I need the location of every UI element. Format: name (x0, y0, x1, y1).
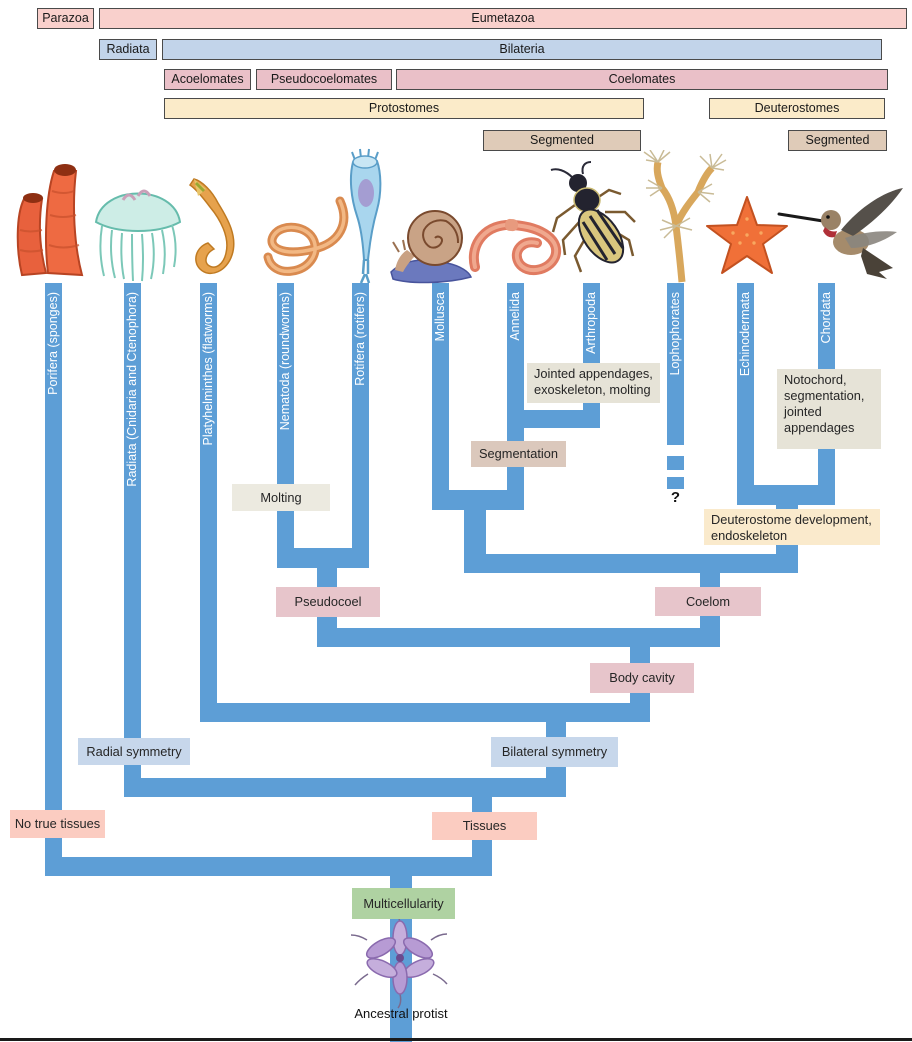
taxon-label-echinodermata: Echinodermata (738, 292, 752, 377)
bar-protostomes: Protostomes (164, 98, 644, 119)
bar-parazoa: Parazoa (37, 8, 94, 29)
flatworm-icon (188, 178, 235, 275)
trait-no-true-tissues: No true tissues (10, 810, 105, 838)
hummingbird-icon (777, 188, 903, 279)
line-animalia (45, 857, 492, 876)
line-coelomates (464, 554, 798, 573)
trait-notochord: Notochord, segmentation, jointed appenda… (777, 369, 881, 449)
bar-coelomates: Coelomates (396, 69, 888, 90)
rotifer-icon (349, 148, 382, 284)
trait-tissues: Tissues (432, 812, 537, 840)
root-label: Ancestral protist (354, 1006, 448, 1021)
branch-platyhelminthes (200, 283, 217, 722)
trait-deuterostome-development: Deuterostome development, endoskeleton (704, 509, 880, 545)
taxon-label-mollusca: Mollusca (433, 292, 447, 342)
jellyfish-icon (94, 189, 182, 282)
trait-molting: Molting (232, 484, 330, 511)
taxon-label-annelida: Annelida (508, 292, 522, 341)
line-body-cavity (317, 628, 720, 647)
taxon-label-radiata: Radiata (Cnidaria and Ctenophora) (125, 292, 139, 487)
trait-coelom: Coelom (655, 587, 761, 616)
figure-bottom-border (0, 1038, 912, 1041)
junction-nematoda-rotifera (277, 548, 369, 568)
snail-icon (390, 210, 473, 284)
uncertain-placement-marker: ? (670, 489, 681, 506)
bar-pseudocoelomates: Pseudocoelomates (256, 69, 392, 90)
branch-rotifera (352, 283, 369, 568)
line-eumetazoa (124, 778, 566, 797)
beetle-icon (550, 161, 636, 273)
earthworm-icon (468, 218, 562, 276)
bar-bilateria: Bilateria (162, 39, 882, 60)
branch-lophophorates-dash-1 (667, 456, 684, 470)
bar-segmented-protostomes: Segmented (483, 130, 641, 151)
roundworm-icon (263, 196, 349, 276)
bar-radiata: Radiata (99, 39, 157, 60)
trait-jointed-appendages: Jointed appendages, exoskeleton, molting (527, 363, 660, 403)
trait-segmentation: Segmentation (471, 441, 566, 467)
taxon-label-lophophorates: Lophophorates (668, 292, 682, 376)
taxon-label-rotifera: Rotifera (rotifers) (353, 292, 367, 386)
trait-bilateral-symmetry: Bilateral symmetry (491, 737, 618, 767)
sponge-icon (16, 164, 84, 277)
bar-deuterostomes: Deuterostomes (709, 98, 885, 119)
taxon-label-chordata: Chordata (819, 292, 833, 344)
junction-annelida-arthropoda (510, 410, 600, 428)
line-bilateria (200, 703, 650, 722)
bar-eumetazoa: Eumetazoa (99, 8, 907, 29)
bar-segmented-deuterostomes: Segmented (788, 130, 887, 151)
taxon-label-nematoda: Nematoda (roundworms) (278, 292, 292, 431)
branch-lophophorates-dash-2 (667, 477, 684, 489)
branch-echinodermata (737, 283, 754, 505)
sea-star-icon (706, 196, 788, 274)
branch-porifera (45, 283, 62, 876)
branch-mollusca (432, 283, 449, 510)
trait-radial-symmetry: Radial symmetry (78, 738, 190, 765)
branch-lophophorates (667, 283, 684, 445)
taxon-label-arthropoda: Arthropoda (584, 292, 598, 354)
trait-pseudocoel: Pseudocoel (276, 587, 380, 617)
branch-radiata (124, 283, 141, 797)
ancestral-protist-icon (350, 910, 448, 1009)
taxon-label-porifera: Porifera (sponges) (46, 292, 60, 395)
trait-body-cavity: Body cavity (590, 663, 694, 693)
taxon-label-platyhelminthes: Platyhelminthes (flatworms) (201, 292, 215, 446)
lophophorate-icon (643, 150, 727, 283)
bar-acoelomates: Acoelomates (164, 69, 251, 90)
trait-multicellularity: Multicellularity (352, 888, 455, 919)
